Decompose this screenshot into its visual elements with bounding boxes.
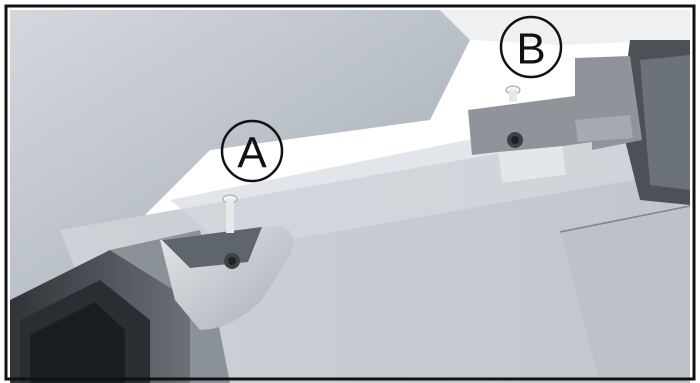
callout-b-letter: B <box>516 25 545 74</box>
screw-hole-a <box>224 253 240 269</box>
screw-hole-b <box>507 132 523 148</box>
upper-right-surface <box>440 10 690 45</box>
callout-a-letter: A <box>237 129 267 178</box>
